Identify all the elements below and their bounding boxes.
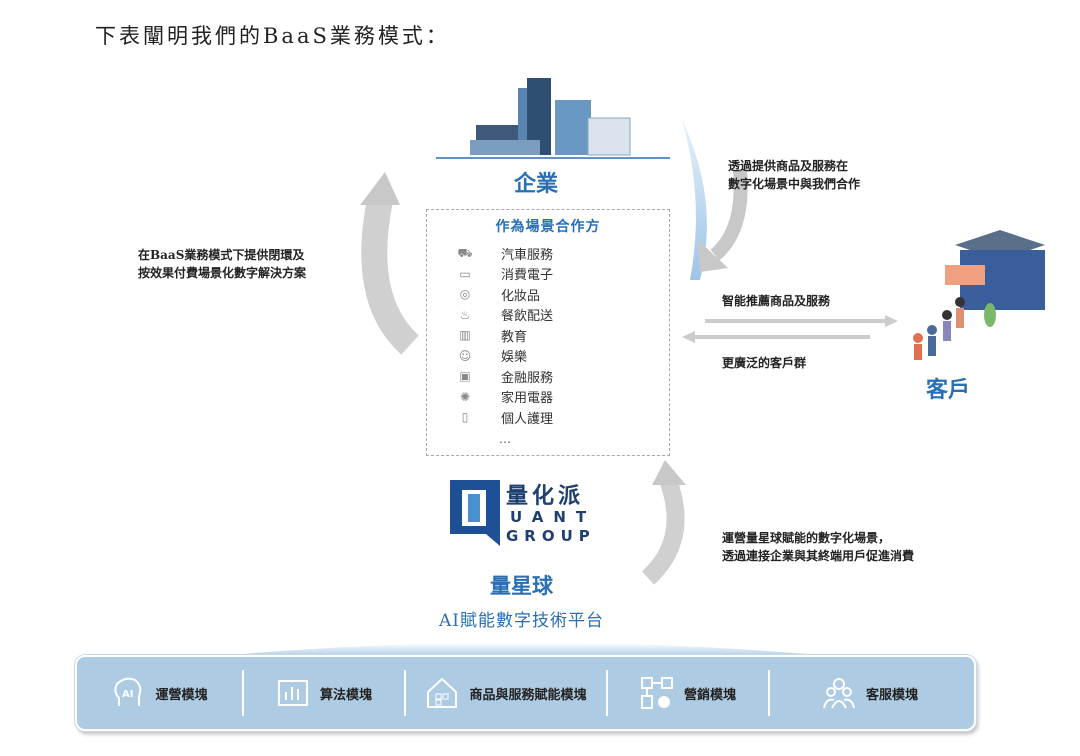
scenario-item: ◎ 化妝品 [457,287,540,304]
people-group-icon [823,678,855,709]
car-icon: ⛟ [457,246,473,260]
scenario-item: ▯ 個人護理 [457,410,553,427]
laptop-icon: ▭ [459,266,471,281]
page-title: 下表闡明我們的BaaS業務模式： [95,24,450,48]
divider [242,670,244,716]
module-customer-service: 客服模塊 [770,657,970,729]
scenario-item-label: 汽車服務 [501,247,554,263]
fan-icon: ✺ [459,389,471,404]
food-pot-icon: ♨ [459,307,471,322]
more-ellipsis: … [499,432,511,446]
note-recommend: 智能推薦商品及服務 [722,294,831,308]
store-illustration [913,230,1045,360]
wallet-icon: ▣ [459,369,471,383]
scenario-item-label: 娛樂 [501,350,528,365]
bottom-cycle-arrow [641,476,685,585]
book-icon: ▥ [459,328,471,342]
scenario-partner-box: 作為場景合作方 ⛟ 汽車服務 ▭ 消費電子 ◎ 化妝品 ♨ 餐飲配送 ▥ 教育 ☺ 娛樂 ▣ 金融服務 ✺ 家… [426,209,670,456]
scenario-item-label: 家用電器 [501,391,554,406]
note-top-right: 透過提供商品及服務在數字化場景中與我們合作 [728,159,861,191]
building-illustration [436,78,670,159]
scenario-item-label: 金融服務 [501,370,554,386]
module-marketing: 營銷模塊 [608,657,768,729]
bar-chart-icon [277,680,308,706]
module-goods-services: 商品與服務賦能模塊 [406,657,606,729]
note-wider: 更廣泛的客戶群 [722,356,807,370]
scenario-heading: 作為場景合作方 [495,219,601,235]
scenario-item-label: 化妝品 [501,288,541,304]
flowchart-icon [640,677,673,709]
scenario-item: ▣ 金融服務 [457,369,553,386]
platform-name: 量星球 [490,573,553,598]
divider [606,670,608,716]
scenario-item: ☺ 娛樂 [457,348,527,366]
svg-text:AI: AI [122,689,133,700]
smiley-icon: ☺ [458,348,472,363]
divider [768,670,770,716]
customer-label: 客戶 [926,377,971,403]
platform-subtitle: AI賦能數字技術平台 [439,611,604,631]
left-cycle-arrow [361,197,420,355]
note-left: 在BaaS業務模式下提供閉環及按效果付費場景化數字解決方案 [138,248,307,280]
ai-head-icon: AI [114,677,142,706]
scenario-item: ♨ 餐飲配送 [457,307,553,325]
module-algorithm: 算法模塊 [244,657,404,729]
house-icon [427,677,458,708]
scenario-item: ▭ 消費電子 [457,266,553,284]
quant-group-logo: 量化派 UANT GROUP [448,478,598,548]
scenario-item: ▥ 教育 [457,328,527,345]
scenario-item-label: 餐飲配送 [501,309,554,324]
bidirectional-arrows [682,315,898,343]
scenario-item-label: 消費電子 [501,268,554,283]
scenario-item-label: 教育 [501,329,528,345]
personal-care-icon: ▯ [461,410,469,424]
divider [404,670,406,716]
enterprise-to-scenario-arrow [682,120,707,280]
cosmetics-icon: ◎ [459,287,471,301]
scenario-item: ⛟ 汽車服務 [457,246,553,263]
scenario-item: ✺ 家用電器 [457,389,553,407]
enterprise-label: 企業 [514,171,559,197]
note-bottom-right: 運營量星球賦能的數字化場景，透過連接企業與其終端用戶促進消費 [722,531,915,563]
scenario-item-label: 個人護理 [501,411,554,427]
